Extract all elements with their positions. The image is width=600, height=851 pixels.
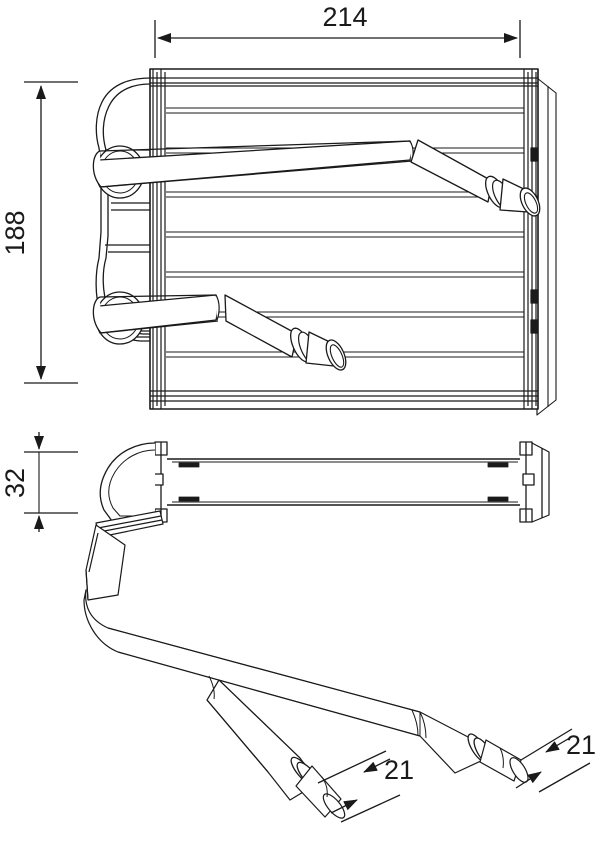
dim-arrow-a bbox=[545, 735, 574, 753]
dimension-label-214: 214 bbox=[322, 2, 367, 32]
pipe-main-long bbox=[83, 589, 484, 774]
upper-inlet-pipe bbox=[92, 139, 541, 217]
dim-arrow-b bbox=[515, 771, 542, 789]
top-header-tank bbox=[150, 77, 538, 87]
side-mount-tabs bbox=[178, 462, 509, 502]
pipe-main-edges bbox=[107, 627, 421, 737]
dimension-label-32: 32 bbox=[0, 468, 30, 498]
ext-line-b bbox=[340, 794, 401, 823]
side-slab-inner bbox=[172, 461, 518, 503]
front-view bbox=[92, 68, 557, 416]
pipe-main-joint bbox=[411, 709, 427, 739]
ext-line-a bbox=[317, 750, 387, 784]
bottom-header-tank bbox=[150, 390, 538, 402]
side-slab-body bbox=[167, 458, 520, 506]
right-pipe-nipple bbox=[479, 739, 529, 783]
pipe-assembly-view bbox=[83, 524, 529, 819]
dimension-height-188: 188 bbox=[0, 81, 78, 384]
side-elbow-housing bbox=[99, 442, 156, 522]
side-right-bracket bbox=[519, 441, 550, 523]
dimension-pipe-21-left: 21 bbox=[317, 750, 414, 823]
dimension-label-21-left: 21 bbox=[384, 755, 414, 785]
left-side-rail bbox=[152, 69, 166, 409]
branch-pipe-nipple bbox=[295, 765, 346, 819]
dimension-depth-32: 32 bbox=[0, 432, 78, 532]
dimension-label-21-right: 21 bbox=[566, 730, 596, 760]
dimension-label-188: 188 bbox=[0, 210, 30, 255]
dimension-pipe-21-right: 21 bbox=[515, 728, 596, 793]
ext-line-b bbox=[538, 762, 591, 793]
dimension-width-214: 214 bbox=[154, 2, 521, 58]
lower-outlet-pipe bbox=[92, 291, 347, 371]
pipe-branch-joint bbox=[206, 675, 220, 701]
pipe-vertical-neck bbox=[85, 524, 126, 601]
side-view bbox=[95, 441, 550, 538]
dim-arrow-b bbox=[330, 799, 358, 814]
dim-arrow-a bbox=[363, 758, 391, 773]
